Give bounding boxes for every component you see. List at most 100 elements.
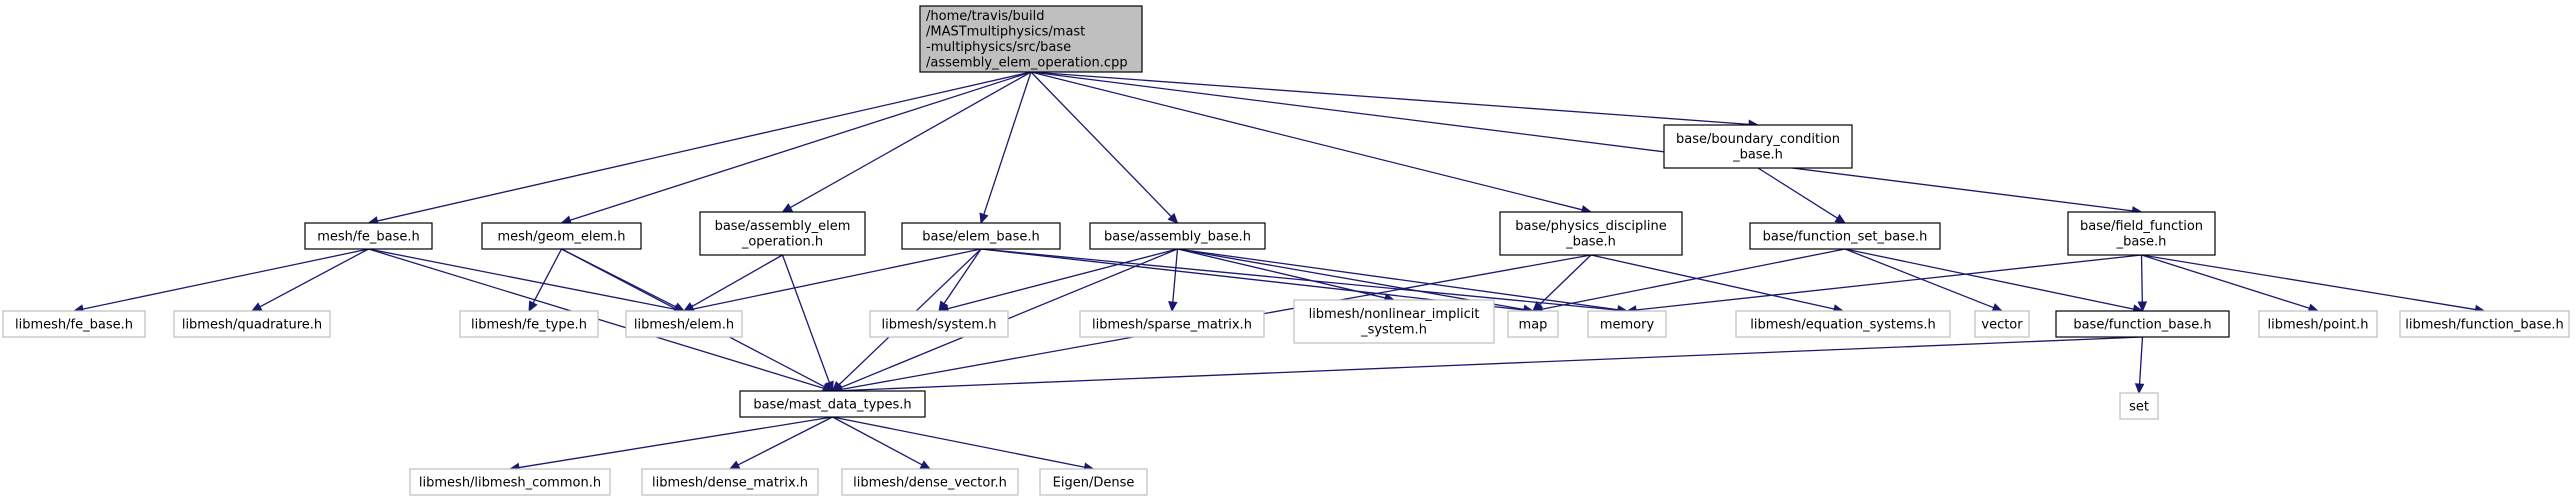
node-box [739, 390, 926, 418]
node-label-line: libmesh/quadrature.h [182, 317, 322, 332]
edge-main-to-field_function [1030, 71, 2143, 216]
node-label-line: _base.h [1732, 148, 1783, 163]
edge-arrowhead [2134, 383, 2145, 395]
edge-line [377, 71, 1032, 222]
node-assembly-elem-operation-h[interactable]: base/assembly_elem_operation.h [699, 211, 866, 256]
edge-main-to-physics_discipline [1030, 71, 1593, 215]
node-function-set-base[interactable]: base/function_set_base.h [1749, 222, 1941, 250]
node-label-line: base/physics_discipline [1515, 219, 1666, 234]
edge-field_function-to-lm_point [2141, 254, 2320, 313]
node-lm-dense-vector: libmesh/dense_vector.h [841, 468, 1019, 496]
edge-arrowhead [1168, 301, 1178, 313]
node-label-line: _operation.h [741, 235, 823, 250]
edge-function_set_base-to-vector [1844, 248, 2004, 312]
node-field-function[interactable]: base/field_function_base.h [2067, 211, 2216, 256]
edge-assembly_base-to-lm_nonlinear [1177, 248, 1396, 303]
edge-line [2141, 254, 2310, 309]
node-label-line: base/boundary_condition [1676, 132, 1840, 147]
edge-line [1172, 248, 1179, 303]
edge-main-to-fe_base [367, 71, 1032, 226]
node-box [901, 222, 1061, 250]
node-label-line: mesh/geom_elem.h [497, 229, 625, 244]
edge-line [781, 254, 831, 383]
edge-line [983, 71, 1032, 215]
node-lm-fe-base: libmesh/fe_base.h [2, 310, 146, 338]
edge-arrowhead [528, 300, 538, 313]
edge-arrowhead [1167, 212, 1179, 224]
node-label-line: /MASTmultiphysics/mast [926, 25, 1085, 40]
node-box [173, 310, 331, 338]
node-box [2119, 392, 2159, 420]
node-geom-elem[interactable]: mesh/geom_elem.h [481, 222, 642, 250]
edge-arrowhead [1991, 303, 2004, 312]
node-label-line: libmesh/dense_vector.h [853, 475, 1007, 490]
edge-arrowhead [2137, 301, 2148, 313]
edge-arrowhead [979, 212, 989, 225]
node-lm-nonlinear: libmesh/nonlinear_implicit_system.h [1293, 299, 1495, 344]
node-label-line: libmesh/fe_type.h [471, 317, 587, 332]
edge-line [1844, 248, 2134, 310]
node-fe-base[interactable]: mesh/fe_base.h [304, 222, 433, 250]
node-set: set [2119, 392, 2159, 420]
edge-line [691, 254, 783, 308]
edge-line [1757, 167, 1838, 219]
edge-line [518, 416, 833, 469]
edge-line [832, 416, 1085, 468]
edge-arrowhead [728, 460, 741, 470]
node-lm-fe-type: libmesh/fe_type.h [459, 310, 599, 338]
edge-line [1590, 254, 1835, 310]
edge-line [569, 71, 1032, 221]
node-box [1663, 124, 1853, 169]
node-label-line: libmesh/fe_base.h [15, 317, 133, 332]
edge-arrowhead [781, 203, 794, 213]
node-box [1587, 310, 1667, 338]
edge-line [532, 248, 563, 304]
node-box [625, 310, 743, 338]
edge-mast_data_types-to-lm_dense_vector [832, 416, 932, 470]
edge-field_function-to-function_base_h [2137, 254, 2148, 313]
edge-function_set_base-to-function_base_h [1844, 248, 2144, 314]
node-label-line: libmesh/nonlinear_implicit [1309, 307, 1480, 322]
node-main[interactable]: /home/travis/build/MASTmultiphysics/mast… [919, 5, 1143, 73]
edge-line [2138, 336, 2144, 385]
edge-fe_base-to-lm_quadrature [250, 248, 369, 312]
edge-line [1030, 71, 1750, 125]
edge-arrowhead [250, 302, 263, 312]
node-box [641, 468, 819, 496]
node-lm-equation-systems: libmesh/equation_systems.h [1735, 310, 1951, 338]
edge-line [832, 416, 923, 466]
node-box [459, 310, 599, 338]
edge-main-to-geom_elem [560, 71, 1032, 225]
edge-line [840, 248, 1178, 389]
node-box [1507, 310, 1559, 338]
node-label-line: _base.h [1565, 235, 1616, 250]
edge-arrowhead [1834, 213, 1847, 224]
edge-arrowhead [673, 302, 686, 312]
node-label-line: base/mast_data_types.h [753, 397, 911, 412]
node-box [1079, 310, 1265, 338]
edge-line [841, 336, 2143, 392]
node-box [1749, 222, 1941, 250]
node-lm-quadrature: libmesh/quadrature.h [173, 310, 331, 338]
node-assembly-base[interactable]: base/assembly_base.h [1089, 222, 1266, 250]
node-lm-elem: libmesh/elem.h [625, 310, 743, 338]
node-boundary-condition[interactable]: base/boundary_condition_base.h [1663, 124, 1853, 169]
node-physics-discipline[interactable]: base/physics_discipline_base.h [1499, 211, 1683, 256]
edge-main-to-assembly_base [1030, 71, 1179, 224]
node-label-line: vector [1981, 317, 2023, 332]
edge-assembly_base-to-lm_sparse_matrix [1168, 248, 1179, 313]
node-mast-data-types[interactable]: base/mast_data_types.h [739, 390, 926, 418]
edge-line [1539, 254, 1592, 306]
node-lm-point: libmesh/point.h [2258, 310, 2378, 338]
edge-elem_base-to-lm_elem [682, 248, 982, 314]
node-function-base-h[interactable]: base/function_base.h [2055, 310, 2230, 338]
node-label-line: base/function_base.h [2073, 317, 2211, 332]
edge-line [947, 248, 1178, 310]
node-lm-system: libmesh/system.h [869, 310, 1009, 338]
node-elem-base[interactable]: base/elem_base.h [901, 222, 1061, 250]
node-label-line: base/elem_base.h [922, 229, 1040, 244]
node-lm-function-base: libmesh/function_base.h [2399, 310, 2570, 338]
node-label-line: libmesh/elem.h [634, 317, 734, 332]
node-label-line: mesh/fe_base.h [317, 229, 420, 244]
node-label-line: map [1519, 317, 1548, 332]
